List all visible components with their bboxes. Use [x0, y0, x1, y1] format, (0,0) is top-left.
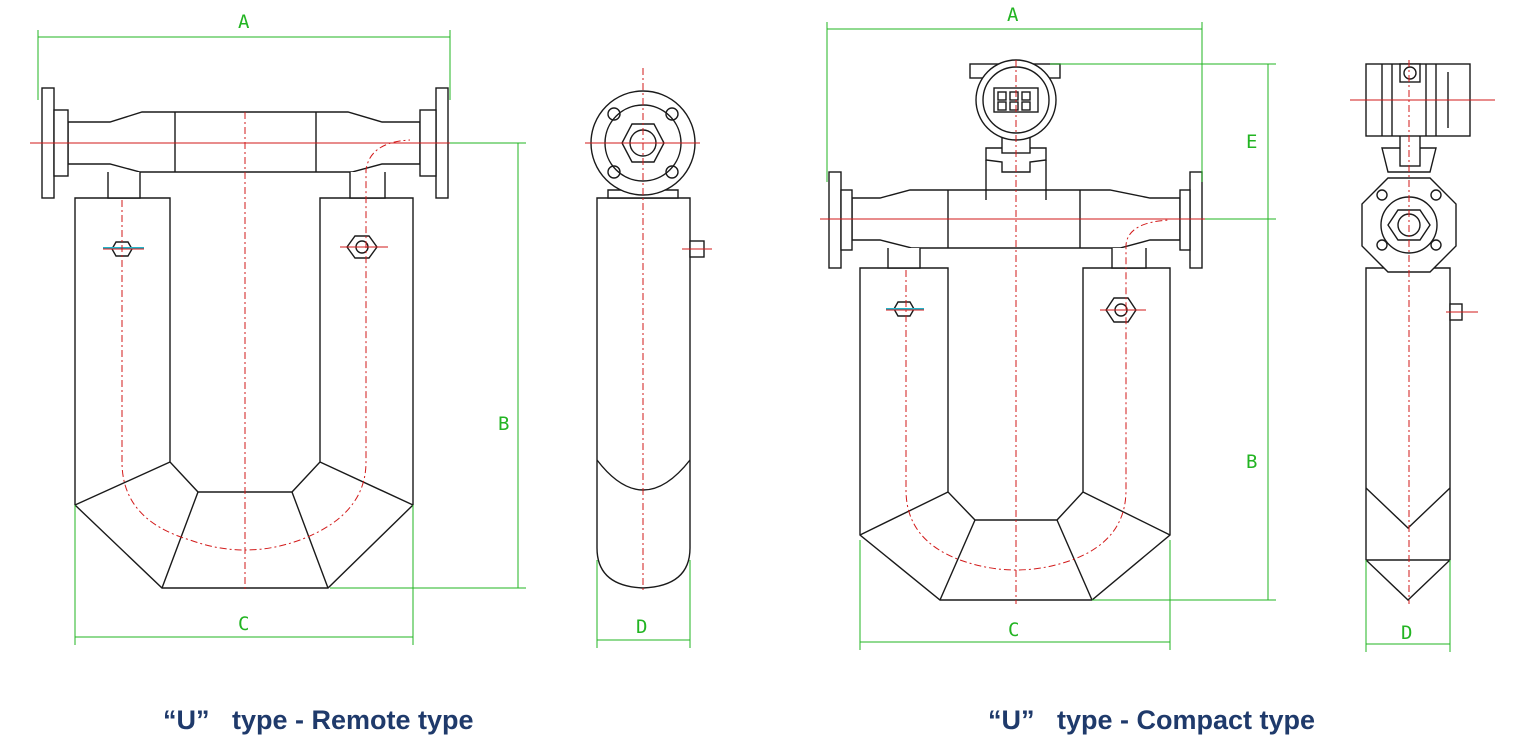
remote-dim-d: D — [636, 616, 647, 638]
caption-compact-type: “U” type - Compact type — [988, 705, 1316, 735]
compact-front-view — [820, 59, 1215, 604]
compact-flange-right — [1189, 171, 1203, 269]
remote-front-view — [30, 87, 460, 590]
remote-u-facets — [74, 461, 414, 589]
compact-side-dimension: D — [1365, 560, 1451, 652]
compact-dimensions: A E B C — [826, 4, 1276, 650]
remote-dimensions: A B C — [37, 11, 526, 645]
remote-dim-a: A — [238, 11, 250, 33]
remote-pipe — [67, 111, 421, 173]
compact-dim-a: A — [1007, 4, 1019, 26]
compact-dim-b: B — [1246, 451, 1257, 473]
remote-dim-c: C — [238, 613, 249, 635]
remote-side-dimension: D — [596, 560, 691, 648]
compact-dim-e: E — [1246, 131, 1257, 153]
compact-side-view — [1350, 60, 1495, 604]
remote-dim-b: B — [498, 413, 509, 435]
caption-remote-type: “U” type - Remote type — [163, 705, 474, 735]
compact-side-body — [1365, 267, 1451, 601]
compact-dim-d: D — [1401, 622, 1412, 644]
compact-dim-c: C — [1008, 619, 1019, 641]
compact-flange-left — [828, 171, 842, 269]
remote-side-view — [585, 68, 712, 592]
